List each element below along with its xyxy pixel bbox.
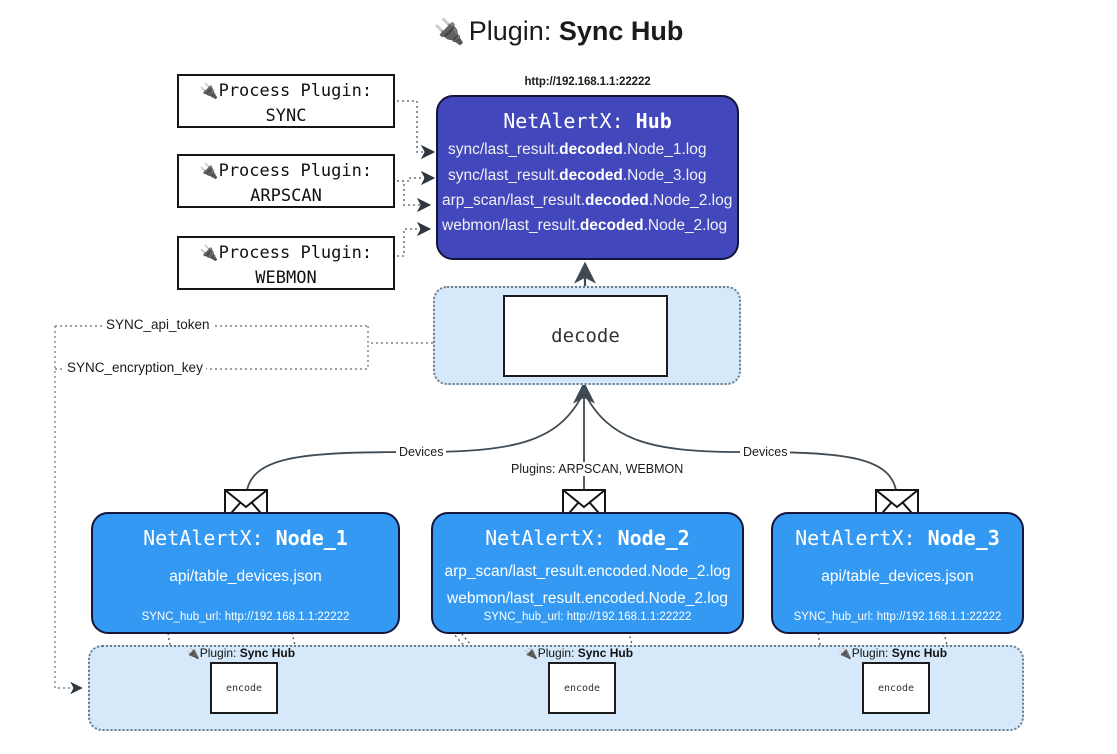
process-plugin-arpscan-box[interactable]: 🔌Process Plugin: ARPSCAN [177, 154, 395, 208]
edge-arpscan-plugin-to-hub [397, 180, 432, 213]
node1-line: api/table_devices.json [169, 568, 322, 585]
hub-url-label: http://192.168.1.1:22222 [524, 76, 651, 88]
plug-icon: 🔌 [199, 244, 219, 262]
node-box-node2[interactable]: NetAlertX: Node_2 arp_scan/last_result.e… [431, 512, 744, 634]
page-title: 🔌Plugin: Sync Hub [0, 16, 1117, 47]
decode-box[interactable]: decode [503, 295, 668, 377]
node-box-node1[interactable]: NetAlertX: Node_1 api/table_devices.json… [91, 512, 400, 634]
node2-line: arp_scan/last_result.encoded.Node_2.log [444, 563, 731, 580]
plugins-center-label: Plugins: ARPSCAN, WEBMON [508, 462, 687, 476]
process-plugin-webmon-box[interactable]: 🔌Process Plugin: WEBMON [177, 236, 395, 290]
process-plugin-arpscan-line1: 🔌Process Plugin: [199, 161, 373, 181]
hub-log-line: arp_scan/last_result.decoded.Node_2.log [442, 192, 733, 209]
process-plugin-webmon-line2: WEBMON [255, 267, 317, 288]
process-plugin-sync-line2: SYNC [265, 105, 307, 126]
sync-encryption-key-label: SYNC_encryption_key [64, 360, 206, 375]
edge-secrets-to-encoders [54, 326, 83, 695]
edge-webmon-plugin-to-hub [397, 221, 432, 257]
process-plugin-sync-box[interactable]: 🔌Process Plugin: SYNC [177, 74, 395, 128]
encoder-plugin-tag-3: 🔌Plugin: Sync Hub [838, 646, 948, 660]
devices-right-label: Devices [740, 445, 791, 459]
node-box-node3[interactable]: NetAlertX: Node_3 api/table_devices.json… [771, 512, 1024, 634]
plug-icon: 🔌 [433, 18, 465, 46]
node2-line: webmon/last_result.encoded.Node_2.log [447, 590, 728, 607]
plug-icon: 🔌 [524, 648, 538, 660]
hub-log-line: sync/last_result.decoded.Node_3.log [448, 167, 707, 184]
node1-title: NetAlertX: Node_1 [143, 526, 348, 550]
node2-title: NetAlertX: Node_2 [485, 526, 690, 550]
encode-box-2[interactable]: encode [548, 662, 616, 714]
encoder-plugin-tag-1: 🔌Plugin: Sync Hub [186, 646, 296, 660]
node3-line: api/table_devices.json [821, 568, 974, 585]
sync-api-token-label: SYNC_api_token [103, 317, 213, 332]
node1-hub-url: SYNC_hub_url: http://192.168.1.1:22222 [141, 611, 350, 623]
hub-log-line: webmon/last_result.decoded.Node_2.log [442, 217, 728, 234]
page-title-prefix: Plugin: [468, 16, 559, 46]
node3-hub-url: SYNC_hub_url: http://192.168.1.1:22222 [793, 611, 1002, 623]
node3-title: NetAlertX: Node_3 [795, 526, 1000, 550]
hub-title: NetAlertX: Hub [503, 109, 672, 133]
process-plugin-sync-line1: 🔌Process Plugin: [199, 81, 373, 101]
encoder-plugin-tag-2: 🔌Plugin: Sync Hub [524, 646, 634, 660]
devices-left-label: Devices [396, 445, 447, 459]
plug-icon: 🔌 [186, 648, 200, 660]
page-title-name: Sync Hub [558, 16, 684, 46]
hub-box[interactable]: NetAlertX: Hub sync/last_result.decoded.… [436, 95, 739, 260]
encode-box-1[interactable]: encode [210, 662, 278, 714]
plug-icon: 🔌 [199, 162, 219, 180]
plug-icon: 🔌 [199, 82, 219, 100]
plug-icon: 🔌 [838, 648, 852, 660]
node2-hub-url: SYNC_hub_url: http://192.168.1.1:22222 [483, 611, 692, 623]
process-plugin-arpscan-line2: ARPSCAN [250, 185, 322, 206]
edge-sync-plugin-to-hub [397, 100, 436, 160]
hub-log-line: sync/last_result.decoded.Node_1.log [448, 141, 707, 158]
encode-box-3[interactable]: encode [862, 662, 930, 714]
process-plugin-webmon-line1: 🔌Process Plugin: [199, 243, 373, 263]
